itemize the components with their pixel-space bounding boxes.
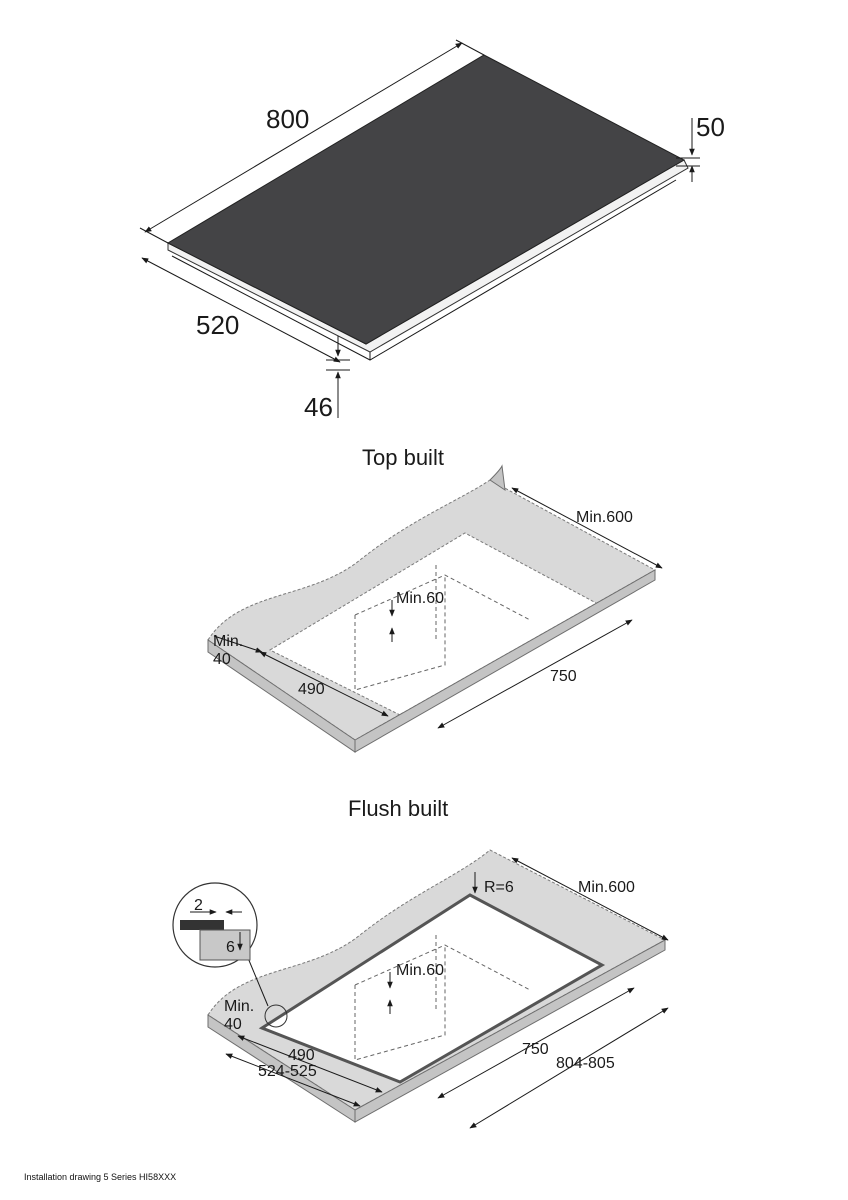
flush-built-detail-depth-label: 6 xyxy=(226,939,235,956)
hob-drawing: 800 520 50 46 xyxy=(139,39,725,422)
hob-length-label: 800 xyxy=(266,104,309,134)
top-built-min60-label: Min.60 xyxy=(396,590,444,607)
flush-built-rebate-depth-label: 524-525 xyxy=(258,1063,317,1080)
flush-built-min40-label-a: Min. xyxy=(224,998,254,1015)
flush-built-detail-width-label: 2 xyxy=(194,897,203,914)
flush-built-min40-label-b: 40 xyxy=(224,1016,242,1033)
flush-built-drawing: Flush built 2 6 R=6 Min.600 Min.60 Min. … xyxy=(172,796,669,1129)
flush-built-width-label: 750 xyxy=(522,1041,549,1058)
hob-body-height-label: 46 xyxy=(304,392,333,422)
top-built-min600-label: Min.600 xyxy=(576,509,633,526)
footer-caption: Installation drawing 5 Series HI58XXX xyxy=(24,1172,177,1182)
flush-built-min600-label: Min.600 xyxy=(578,879,635,896)
top-built-drawing: Top built Min.600 Min.60 Min. 40 490 750 xyxy=(207,445,663,753)
top-built-width-label: 750 xyxy=(550,668,577,685)
flush-built-rebate-width-label: 804-805 xyxy=(556,1055,615,1072)
flush-built-min60-label: Min.60 xyxy=(396,962,444,979)
hob-glass-top xyxy=(166,54,686,345)
hob-glass-height-label: 50 xyxy=(696,112,725,142)
hob-depth-label: 520 xyxy=(196,310,239,340)
flush-built-radius-label: R=6 xyxy=(484,879,514,896)
top-built-depth-label: 490 xyxy=(298,681,325,698)
top-built-min40-label-a: Min. xyxy=(213,633,243,650)
top-built-min40-label-b: 40 xyxy=(213,651,231,668)
top-built-title: Top built xyxy=(362,445,444,470)
flush-built-title: Flush built xyxy=(348,796,448,821)
flush-built-depth-label: 490 xyxy=(288,1047,315,1064)
flush-built-detail-marker xyxy=(264,1004,288,1028)
